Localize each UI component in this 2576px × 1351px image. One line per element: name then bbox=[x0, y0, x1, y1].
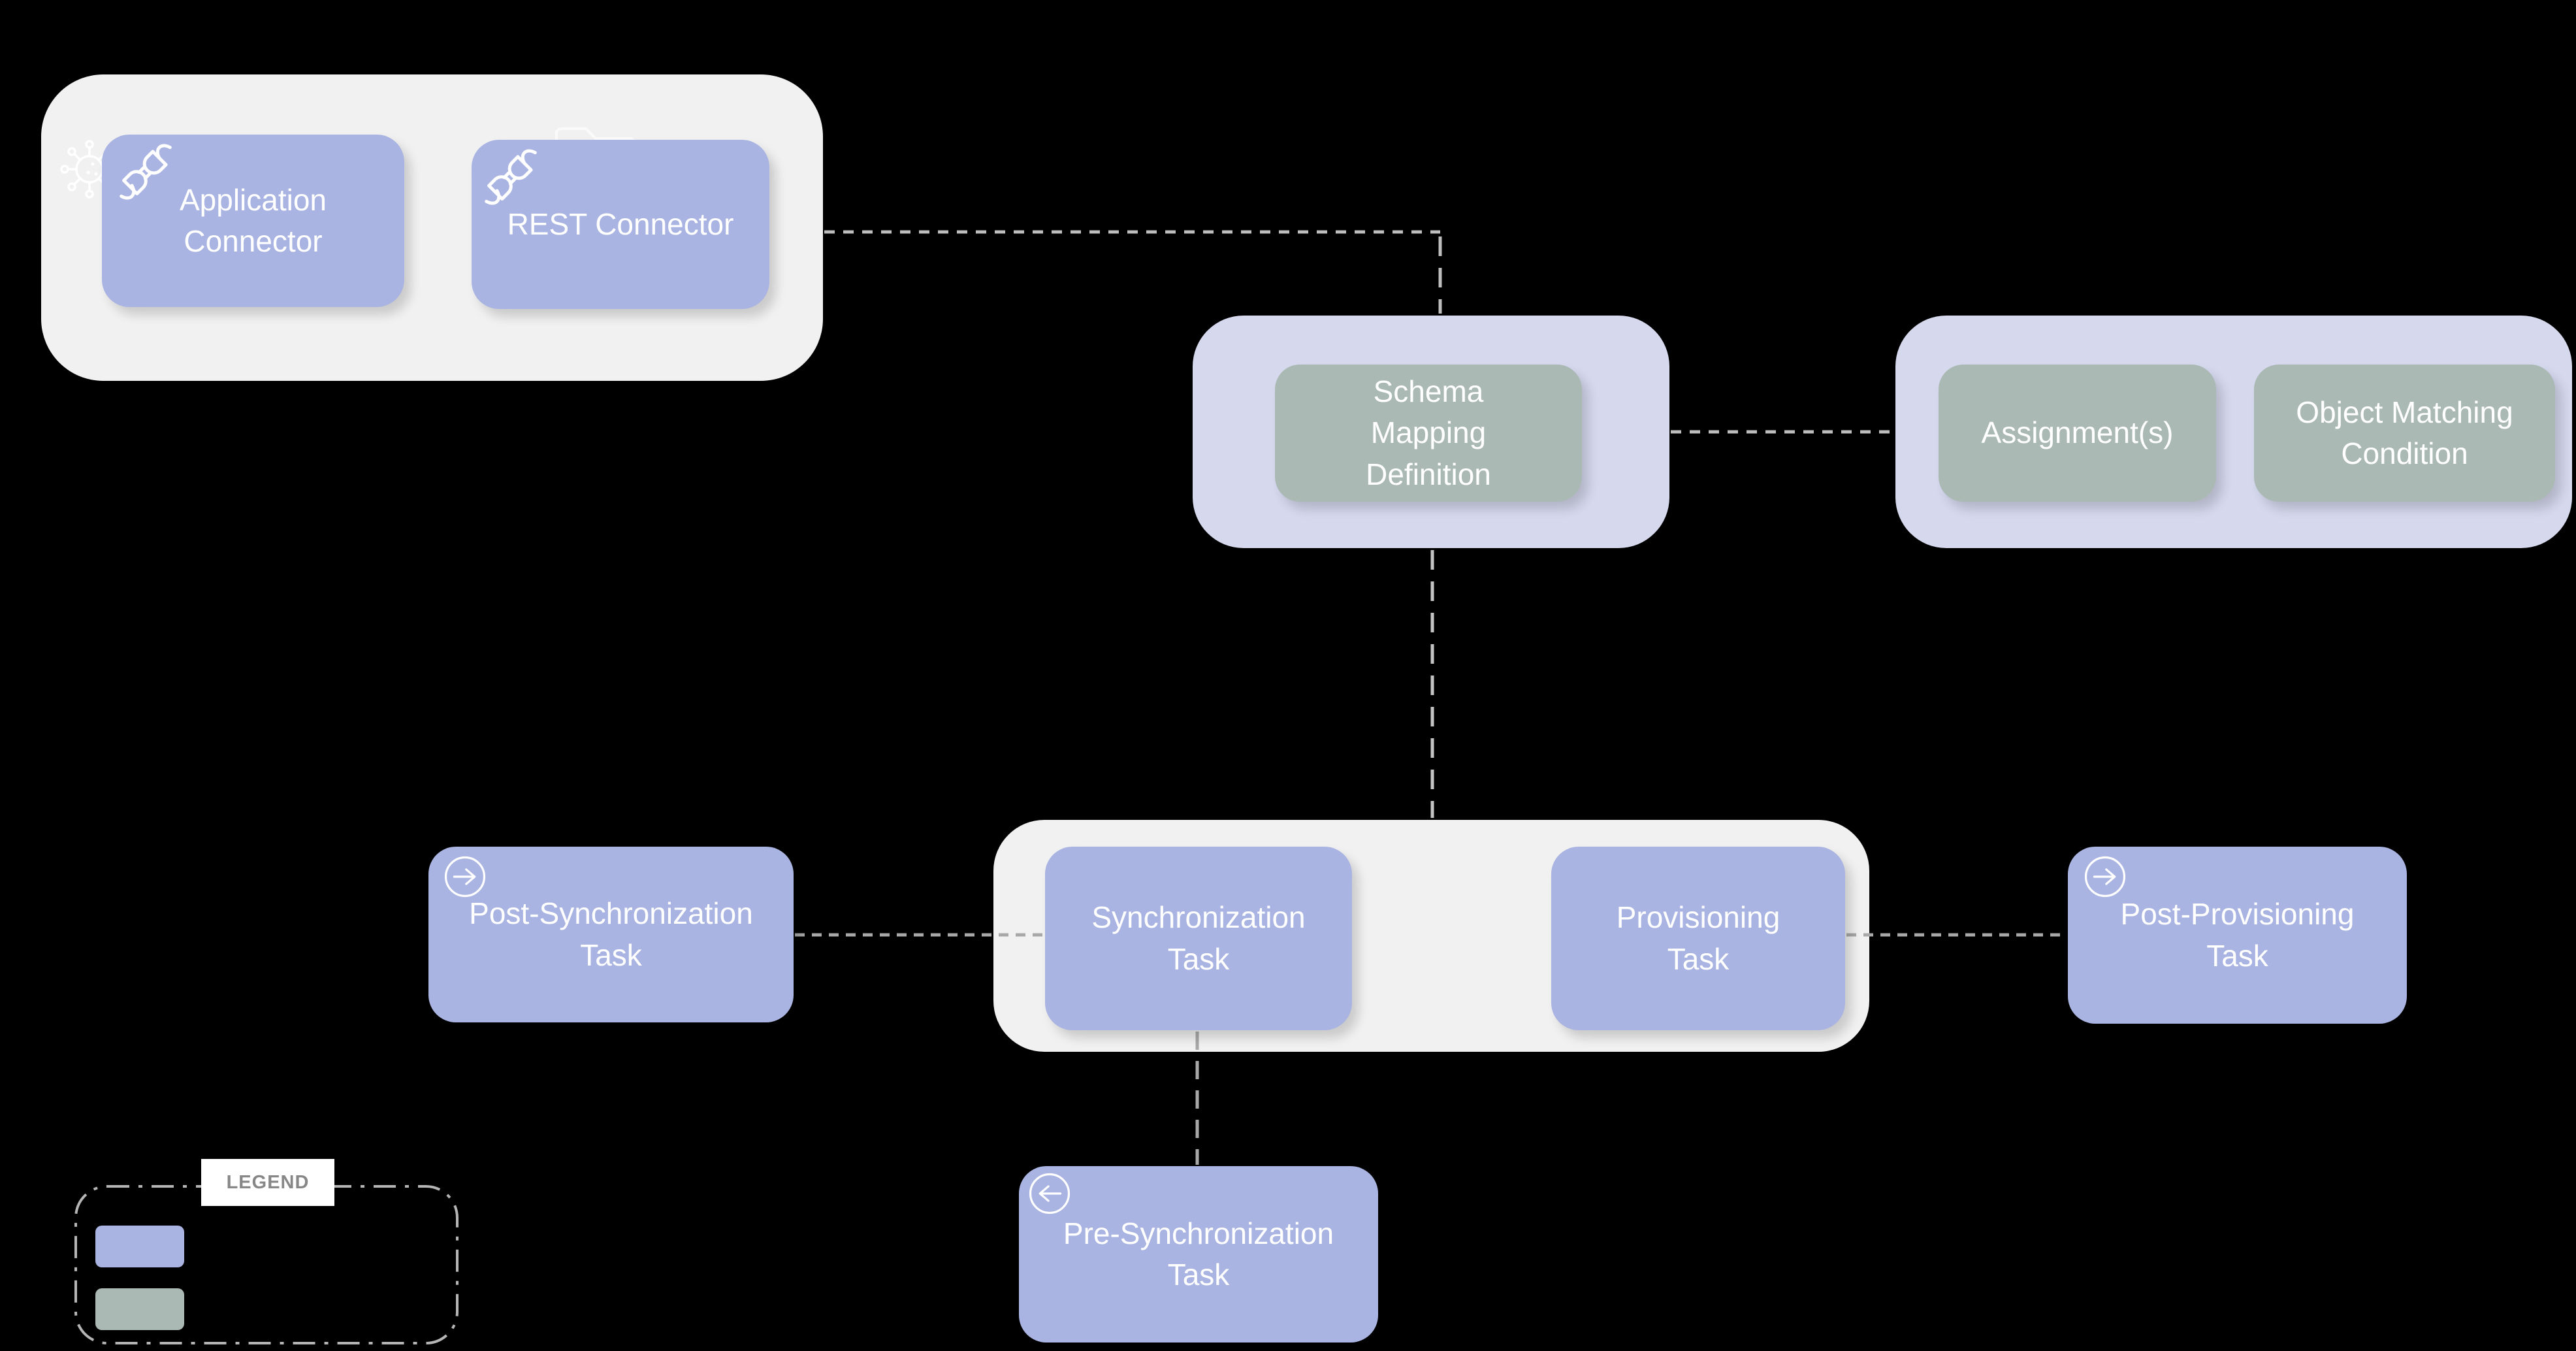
node-label: Object Matching Condition bbox=[2296, 395, 2513, 470]
legend-border bbox=[74, 1185, 459, 1344]
legend-title: LEGEND bbox=[226, 1171, 310, 1193]
node-object-matching-condition: Object Matching Condition bbox=[2254, 365, 2555, 502]
node-post-synchronization-task: Post-Synchronization Task bbox=[428, 847, 794, 1022]
node-synchronization-task: Synchronization Task bbox=[1045, 847, 1352, 1030]
virus-icon bbox=[60, 140, 112, 199]
node-schema-mapping-definition: Schema Mapping Definition bbox=[1275, 365, 1582, 502]
legend-swatch-lavender bbox=[95, 1226, 184, 1267]
node-label: Schema Mapping Definition bbox=[1366, 374, 1491, 491]
plug-icon bbox=[120, 144, 172, 200]
node-assignments: Assignment(s) bbox=[1939, 365, 2216, 502]
legend-title-box: LEGEND bbox=[201, 1159, 334, 1206]
plug-icon bbox=[485, 149, 537, 205]
node-pre-synchronization-task: Pre-Synchronization Task bbox=[1019, 1166, 1378, 1343]
node-label: Synchronization Task bbox=[1091, 900, 1306, 976]
node-provisioning-task: Provisioning Task bbox=[1551, 847, 1845, 1030]
node-label: Assignment(s) bbox=[1981, 415, 2174, 450]
arrow-circle-right-icon bbox=[2084, 856, 2126, 898]
node-label: Pre-Synchronization Task bbox=[1063, 1216, 1334, 1292]
legend-swatch-sage bbox=[95, 1288, 184, 1330]
node-rest-connector: REST Connector bbox=[472, 140, 769, 309]
arrow-circle-left-icon bbox=[1029, 1173, 1071, 1214]
node-label: Post-Provisioning Task bbox=[2120, 897, 2355, 973]
node-label: Post-Synchronization Task bbox=[469, 896, 753, 972]
arrow-circle-right-icon bbox=[444, 856, 486, 898]
node-label: Application Connector bbox=[179, 182, 327, 258]
node-label: Provisioning Task bbox=[1616, 900, 1780, 976]
node-application-connector: Application Connector bbox=[102, 135, 404, 307]
node-label: REST Connector bbox=[507, 206, 734, 241]
